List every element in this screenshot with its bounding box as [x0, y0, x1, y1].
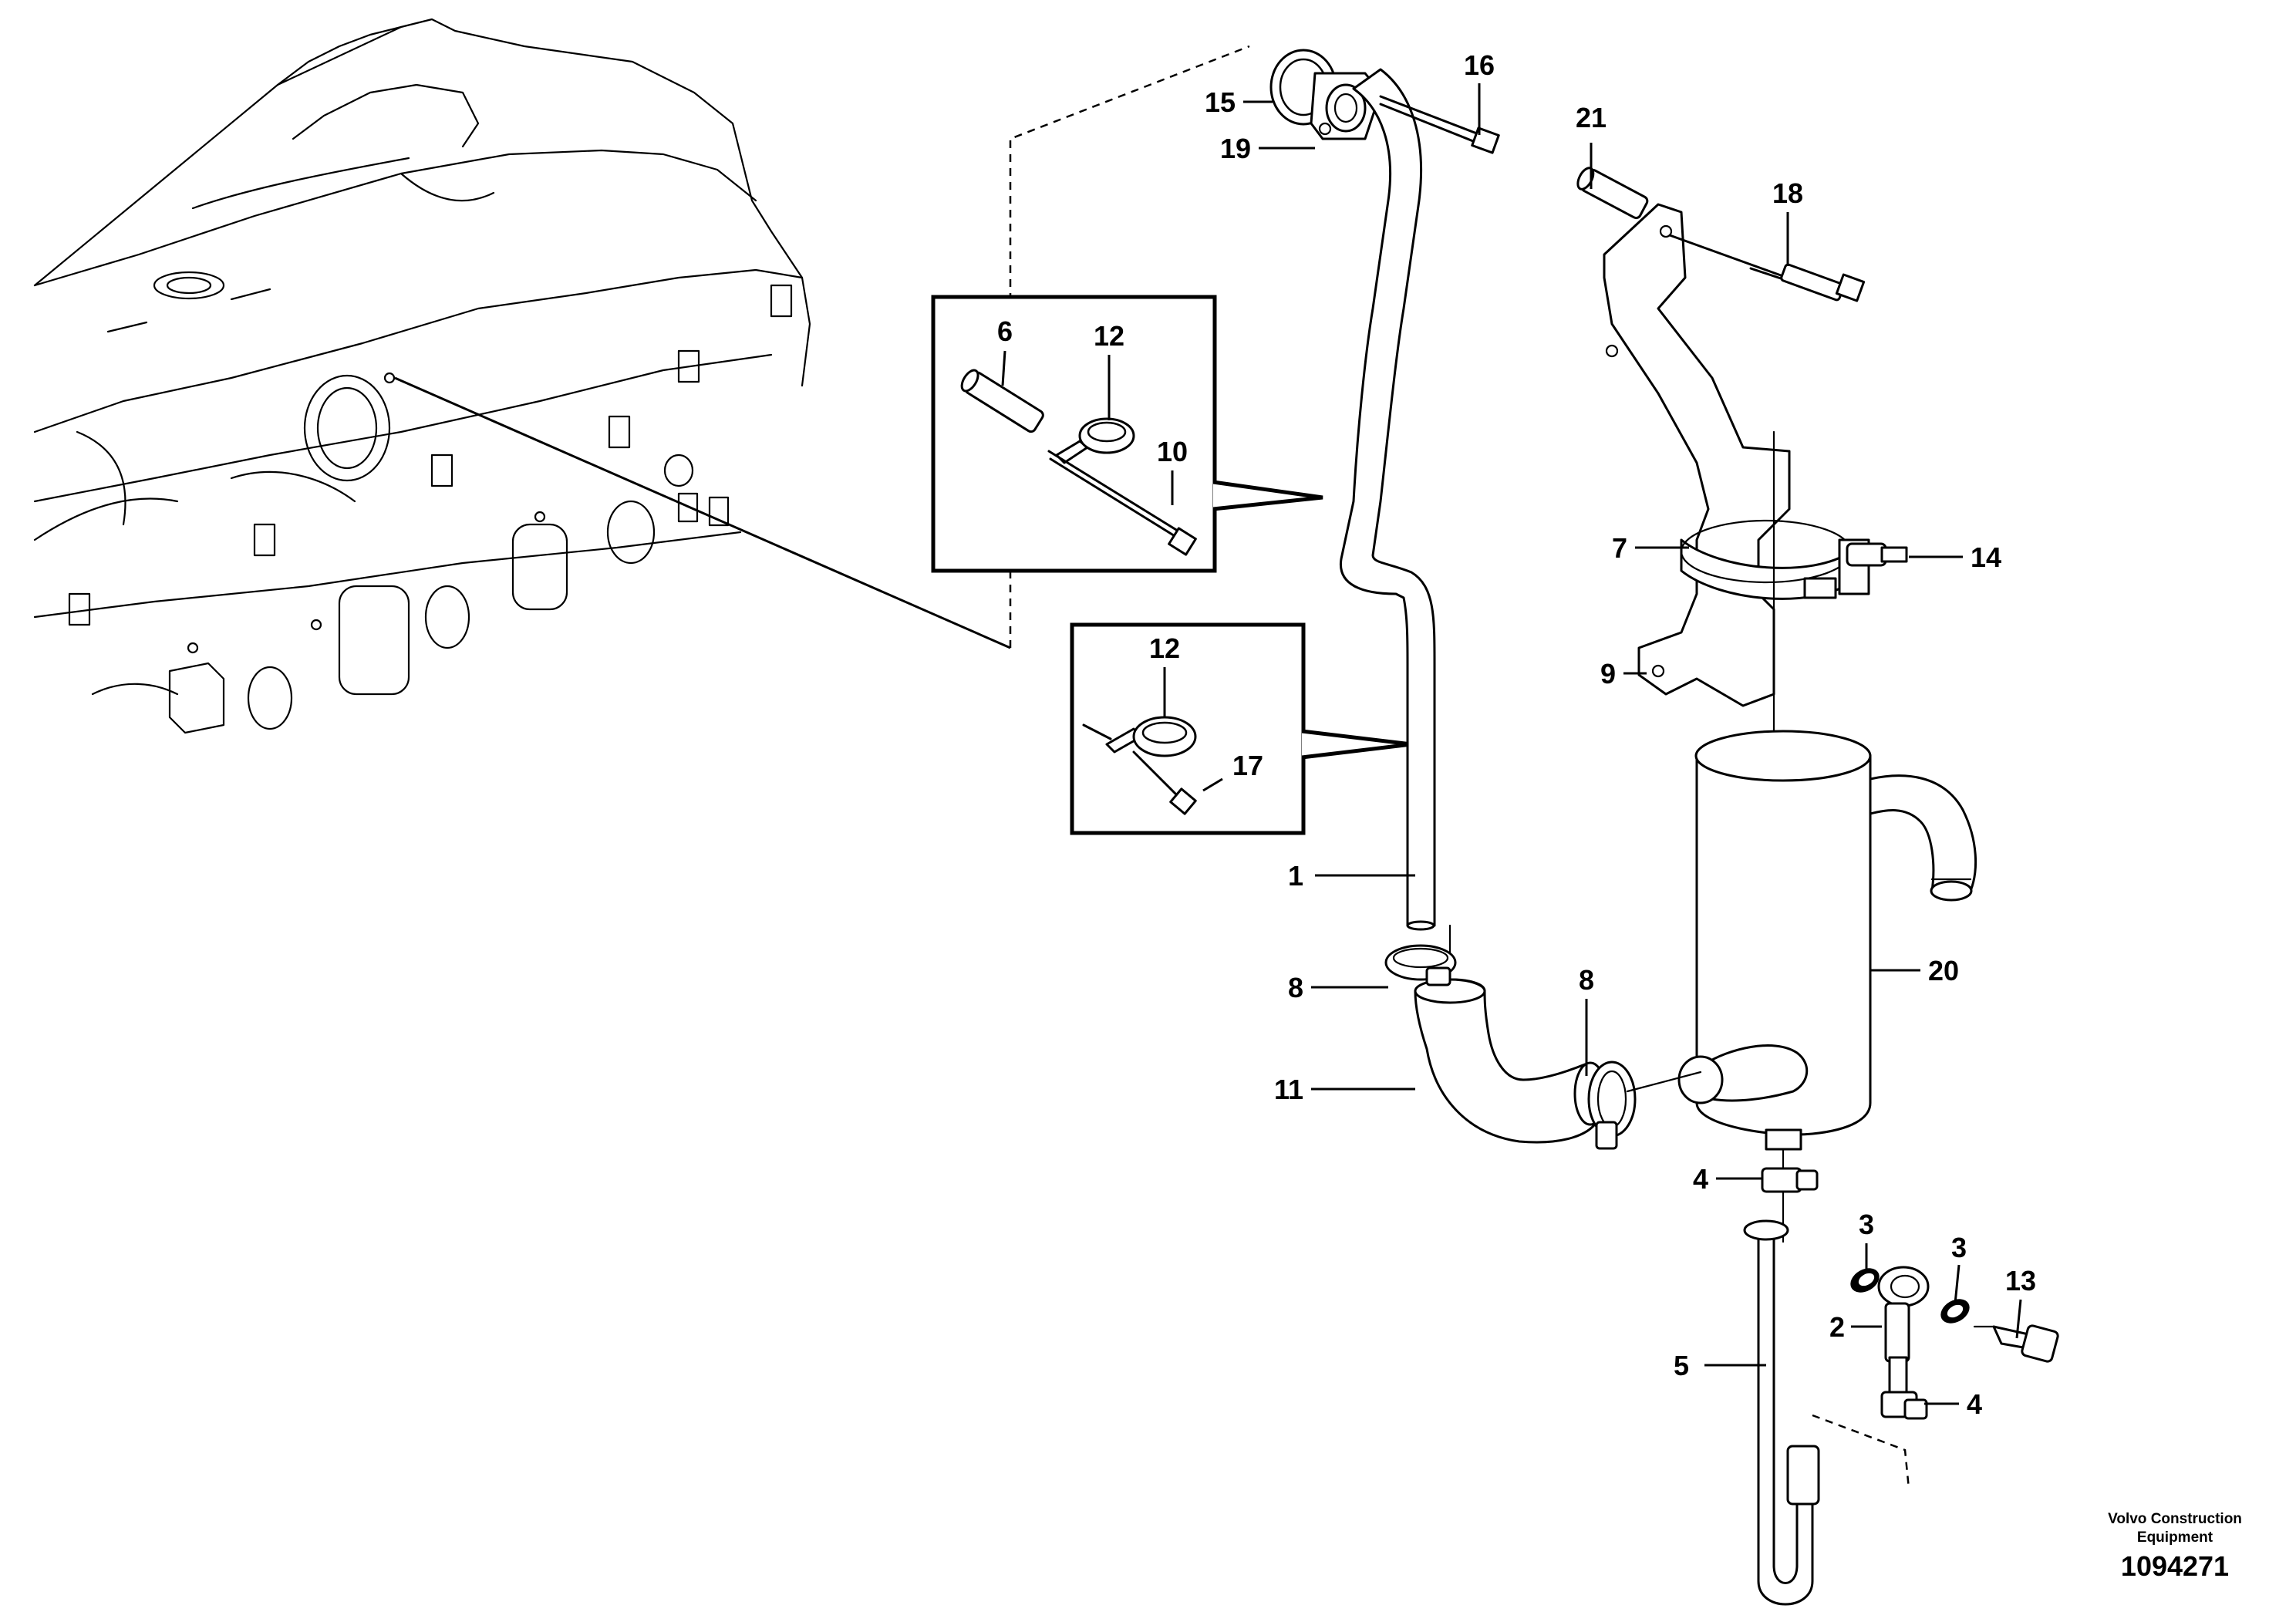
breather-pipe [1269, 49, 1436, 931]
drawing-number: 1094271 [2120, 1550, 2230, 1582]
hose-clamp-lower [1587, 1061, 1702, 1150]
callout-19: 19 [1220, 133, 1251, 164]
callout-17: 17 [1232, 750, 1263, 781]
drain-hose [1743, 1219, 1820, 1606]
callout-2: 2 [1829, 1311, 1845, 1343]
callout-13: 13 [2005, 1265, 2036, 1297]
callout-leaders [1001, 83, 2022, 1405]
callout-8b: 8 [1579, 964, 1594, 996]
callout-7: 7 [1612, 532, 1627, 564]
company-line-2: Equipment [2136, 1529, 2213, 1546]
callout-9: 9 [1600, 658, 1616, 690]
callout-4a: 4 [1693, 1163, 1708, 1195]
callout-3a: 3 [1859, 1209, 1874, 1240]
callout-14: 14 [1971, 541, 2001, 573]
callout-10: 10 [1157, 436, 1188, 467]
callout-21: 21 [1576, 102, 1607, 133]
hose-clamp-upper [1384, 944, 1457, 986]
callout-5: 5 [1674, 1350, 1689, 1381]
hose-clip-lower [1812, 1391, 1928, 1489]
callout-12b: 12 [1149, 632, 1180, 664]
callout-4b: 4 [1967, 1388, 1982, 1420]
callout-12a: 12 [1094, 320, 1124, 352]
callout-1: 1 [1288, 860, 1303, 892]
detail-box-upper [931, 295, 1323, 573]
callout-11: 11 [1274, 1074, 1303, 1105]
oil-separator [1677, 730, 1977, 1243]
hose-clip-upper [1761, 1167, 1819, 1193]
callout-labels: 1 2 3 3 4 4 5 6 7 8 8 9 10 11 12 12 13 1… [997, 49, 2036, 1420]
company-credit: Volvo Construction Equipment [2067, 1510, 2283, 1547]
callout-15: 15 [1205, 86, 1236, 118]
callout-16: 16 [1464, 49, 1495, 81]
callout-6: 6 [997, 315, 1013, 347]
detail-box-lower [1070, 622, 1412, 835]
callout-8a: 8 [1288, 972, 1303, 1003]
engine-connection-line [394, 376, 1011, 649]
engine-cylinder-head [33, 18, 811, 734]
callout-20: 20 [1928, 955, 1959, 986]
mounting-bracket [1576, 167, 1908, 742]
head-bolts [68, 284, 793, 626]
callout-18: 18 [1772, 177, 1803, 209]
banjo-fitting [1850, 1266, 2059, 1394]
company-line-1: Volvo Construction [2108, 1511, 2242, 1527]
callout-3b: 3 [1951, 1232, 1967, 1263]
